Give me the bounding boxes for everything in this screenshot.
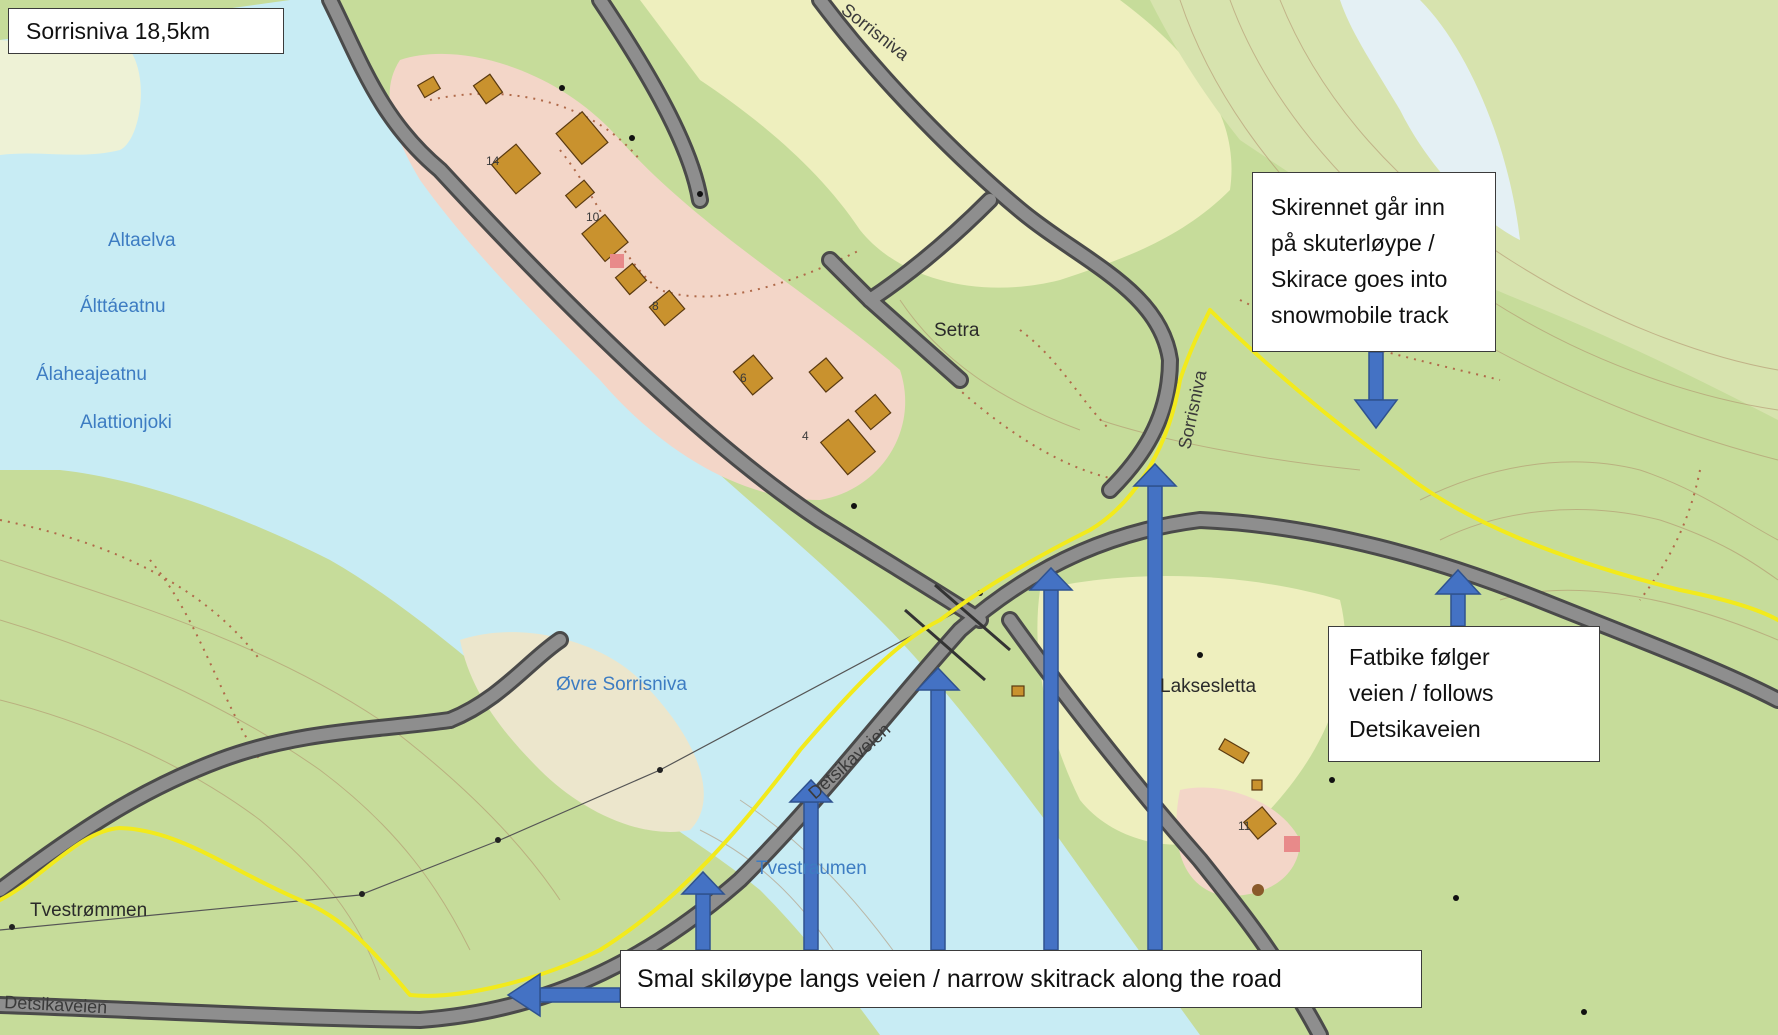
place-labels: Altaelva Álttáeatnu Álaheajeatnu Alattio… xyxy=(30,230,1257,921)
callout-line: Fatbike følger xyxy=(1349,644,1490,670)
house-number: 11 xyxy=(1238,819,1251,833)
bridge-tvestraumen xyxy=(904,583,1011,682)
callout-arrows xyxy=(506,351,1482,1018)
label-alttaeatnu: Álttáeatnu xyxy=(80,296,166,317)
river-altaelva xyxy=(0,0,1200,1035)
label-tvestraumen: Tvestraumen xyxy=(756,858,867,879)
label-altaelva: Altaelva xyxy=(108,230,176,251)
callout-skitrack: Smal skiløype langs veien / narrow skitr… xyxy=(620,950,1422,1008)
shore-northwest xyxy=(0,40,141,155)
building-pink xyxy=(1284,836,1300,852)
label-laksesletta: Laksesletta xyxy=(1160,676,1257,697)
callout-line: Smal skiløype langs veien / narrow skitr… xyxy=(637,965,1282,993)
house-number: 14 xyxy=(486,154,500,168)
callout-line: Skirace goes into xyxy=(1271,266,1448,292)
label-tvestrommen: Tvestrømmen xyxy=(30,900,147,921)
building-round xyxy=(1252,884,1264,896)
callout-line: på skuterløype / xyxy=(1271,230,1435,256)
callout-line: Detsikaveien xyxy=(1349,716,1481,742)
point-markers xyxy=(559,85,1587,1015)
ski-race-route xyxy=(0,308,1778,998)
callout-fatbike: Fatbike følger veien / follows Detsikave… xyxy=(1328,626,1600,762)
callout-line: veien / follows xyxy=(1349,680,1494,706)
map-title: Sorrisniva 18,5km xyxy=(26,18,211,44)
building-pink-2 xyxy=(610,254,624,268)
house-number: 8 xyxy=(652,299,659,313)
label-alaheajeatnu: Álaheajeatnu xyxy=(36,364,147,385)
callout-line: Skirennet går inn xyxy=(1271,194,1445,220)
house-number: 10 xyxy=(586,210,600,224)
callout-skirace: Skirennet går inn på skuterløype / Skira… xyxy=(1252,172,1496,352)
label-setra: Setra xyxy=(934,320,980,341)
house-number: 4 xyxy=(802,429,809,443)
label-ovre-sorrisniva: Øvre Sorrisniva xyxy=(556,674,687,695)
label-alattionjoki: Alattionjoki xyxy=(80,412,172,433)
buildings xyxy=(416,73,1278,840)
map-title-box: Sorrisniva 18,5km xyxy=(8,8,284,54)
house-number-labels: 14 10 8 6 4 11 xyxy=(486,154,1251,833)
footpaths xyxy=(0,92,1701,761)
callout-line: snowmobile track xyxy=(1271,302,1449,328)
open-field-laksesletta xyxy=(1037,576,1346,845)
house-number: 6 xyxy=(740,371,747,385)
